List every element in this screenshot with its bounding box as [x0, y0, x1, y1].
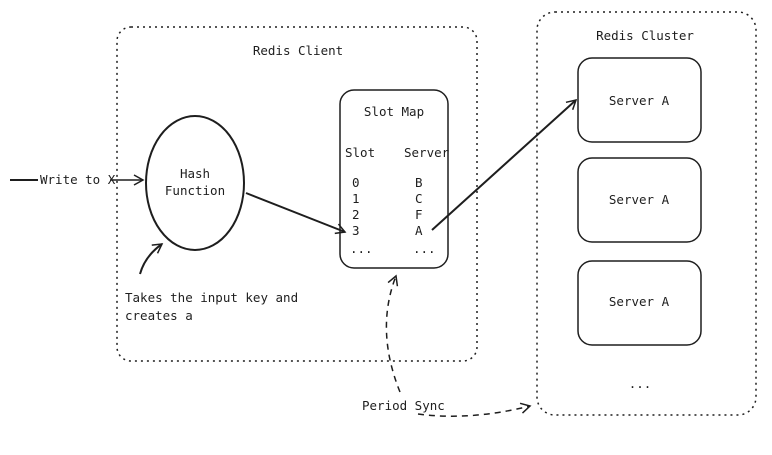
server-label-3: Server A	[608, 294, 670, 309]
server-node-1	[577, 57, 702, 143]
redis-cluster-container	[536, 11, 757, 416]
slot-map-title: Slot Map	[363, 104, 425, 119]
server-node-2	[577, 157, 702, 243]
hash-to-slotmap-arrow	[245, 192, 347, 235]
slot-row-2-server: F	[415, 207, 423, 222]
hash-function-node	[145, 115, 245, 251]
hash-function-label-line2: Function	[164, 183, 226, 198]
redis-cluster-title: Redis Cluster	[596, 28, 694, 43]
hash-function-label-line1: Hash	[179, 166, 211, 181]
slot-column-header: Slot	[345, 145, 376, 160]
server-label-2: Server A	[608, 192, 670, 207]
sync-to-cluster-arrow	[417, 402, 532, 417]
hash-note-line1: Takes the input key and	[125, 290, 299, 305]
sync-to-slotmap-arrow	[385, 274, 401, 393]
slot-row-0-server: B	[415, 175, 423, 190]
slot-row-3-slot: 3	[352, 223, 360, 238]
redis-client-title: Redis Client	[252, 43, 344, 58]
slot-row-4-server: ...	[413, 241, 436, 256]
cluster-more-indicator: ...	[628, 376, 652, 391]
slot-to-server-arrow	[431, 98, 578, 231]
server-label-1: Server A	[608, 93, 670, 108]
hash-note-line2: creates a	[125, 308, 193, 323]
server-column-header: Server	[404, 145, 450, 160]
slot-row-3-server: A	[415, 223, 423, 238]
slot-row-0-slot: 0	[352, 175, 360, 190]
slot-row-2-slot: 2	[352, 207, 360, 222]
input-label: Write to X	[40, 172, 116, 187]
redis-client-container	[116, 26, 478, 362]
slot-map-node	[339, 89, 449, 269]
server-node-3	[577, 260, 702, 346]
slot-row-1-slot: 1	[352, 191, 360, 206]
note-pointer-arrow	[139, 243, 164, 275]
slot-row-4-slot: ...	[350, 241, 373, 256]
period-sync-label: Period Sync	[362, 398, 445, 413]
slot-row-1-server: C	[415, 191, 423, 206]
